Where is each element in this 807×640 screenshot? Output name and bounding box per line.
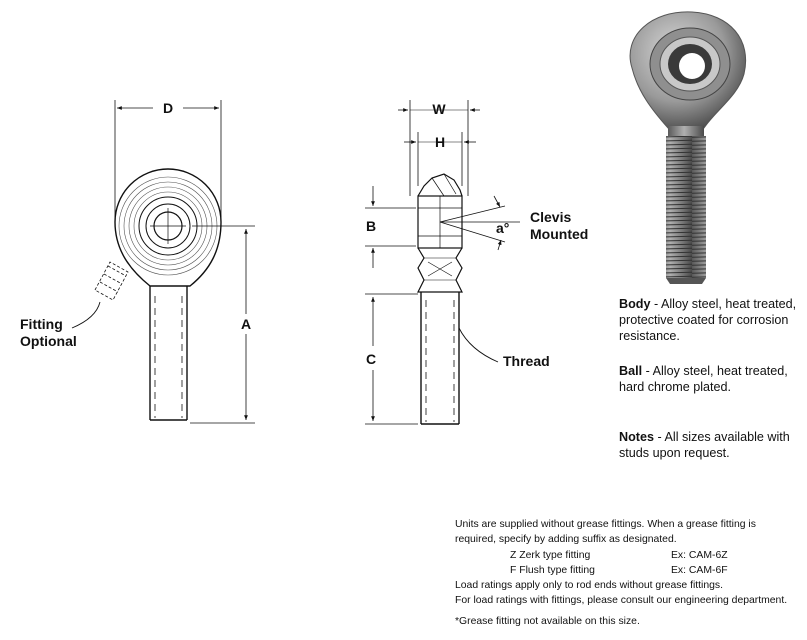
fitting-callout-line2: Optional — [20, 333, 77, 349]
footnote: *Grease fitting not available on this si… — [455, 615, 640, 627]
ball-spec-label: Ball — [619, 364, 643, 378]
grease-fitting-notes: Units are supplied without grease fittin… — [455, 517, 795, 629]
thread-label: Thread — [503, 353, 550, 369]
load-rating-consult-note: For load ratings with fittings, please c… — [455, 595, 788, 607]
fitting-option-example: Ex: CAM-6Z — [671, 549, 728, 561]
clevis-label-line1: Clevis — [530, 209, 571, 225]
ball-spec-text: - Alloy steel, heat treated, hard chrome… — [619, 364, 788, 394]
angle-label: a° — [496, 220, 509, 236]
body-spec-text: - Alloy steel, heat treated, protective … — [619, 297, 797, 343]
notes-spec-label: Notes — [619, 430, 654, 444]
fitting-intro: Units are supplied without grease fittin… — [455, 519, 756, 546]
fitting-option-code: F Flush type fitting — [510, 564, 595, 576]
rod-end-photo — [629, 11, 746, 284]
dim-h-label: H — [435, 134, 445, 150]
notes-spec: Notes - All sizes available with studs u… — [619, 429, 799, 461]
front-view — [71, 100, 255, 424]
clevis-label-line2: Mounted — [530, 226, 588, 242]
technical-drawing: D A Fitting Optional — [20, 100, 588, 425]
fitting-option-code: Z Zerk type fitting — [510, 549, 591, 561]
fitting-option-example: Ex: CAM-6F — [671, 564, 728, 576]
dim-d-label: D — [163, 100, 173, 116]
dim-w-label: W — [432, 101, 446, 117]
fitting-callout-line1: Fitting — [20, 316, 63, 332]
body-spec: Body - Alloy steel, heat treated, protec… — [619, 296, 799, 344]
fitting-option-zerk: Z Zerk type fitting Ex: CAM-6Z — [455, 548, 795, 563]
fitting-option-flush: F Flush type fitting Ex: CAM-6F — [455, 563, 795, 578]
notes-spec-text: - All sizes available with studs upon re… — [619, 430, 790, 460]
load-rating-note: Load ratings apply only to rod ends with… — [455, 580, 724, 592]
dim-b-label: B — [366, 218, 376, 234]
side-view — [365, 100, 520, 425]
ball-spec: Ball - Alloy steel, heat treated, hard c… — [619, 363, 799, 395]
dim-c-label: C — [366, 351, 376, 367]
dim-a-label: A — [241, 316, 251, 332]
body-spec-label: Body — [619, 297, 651, 311]
